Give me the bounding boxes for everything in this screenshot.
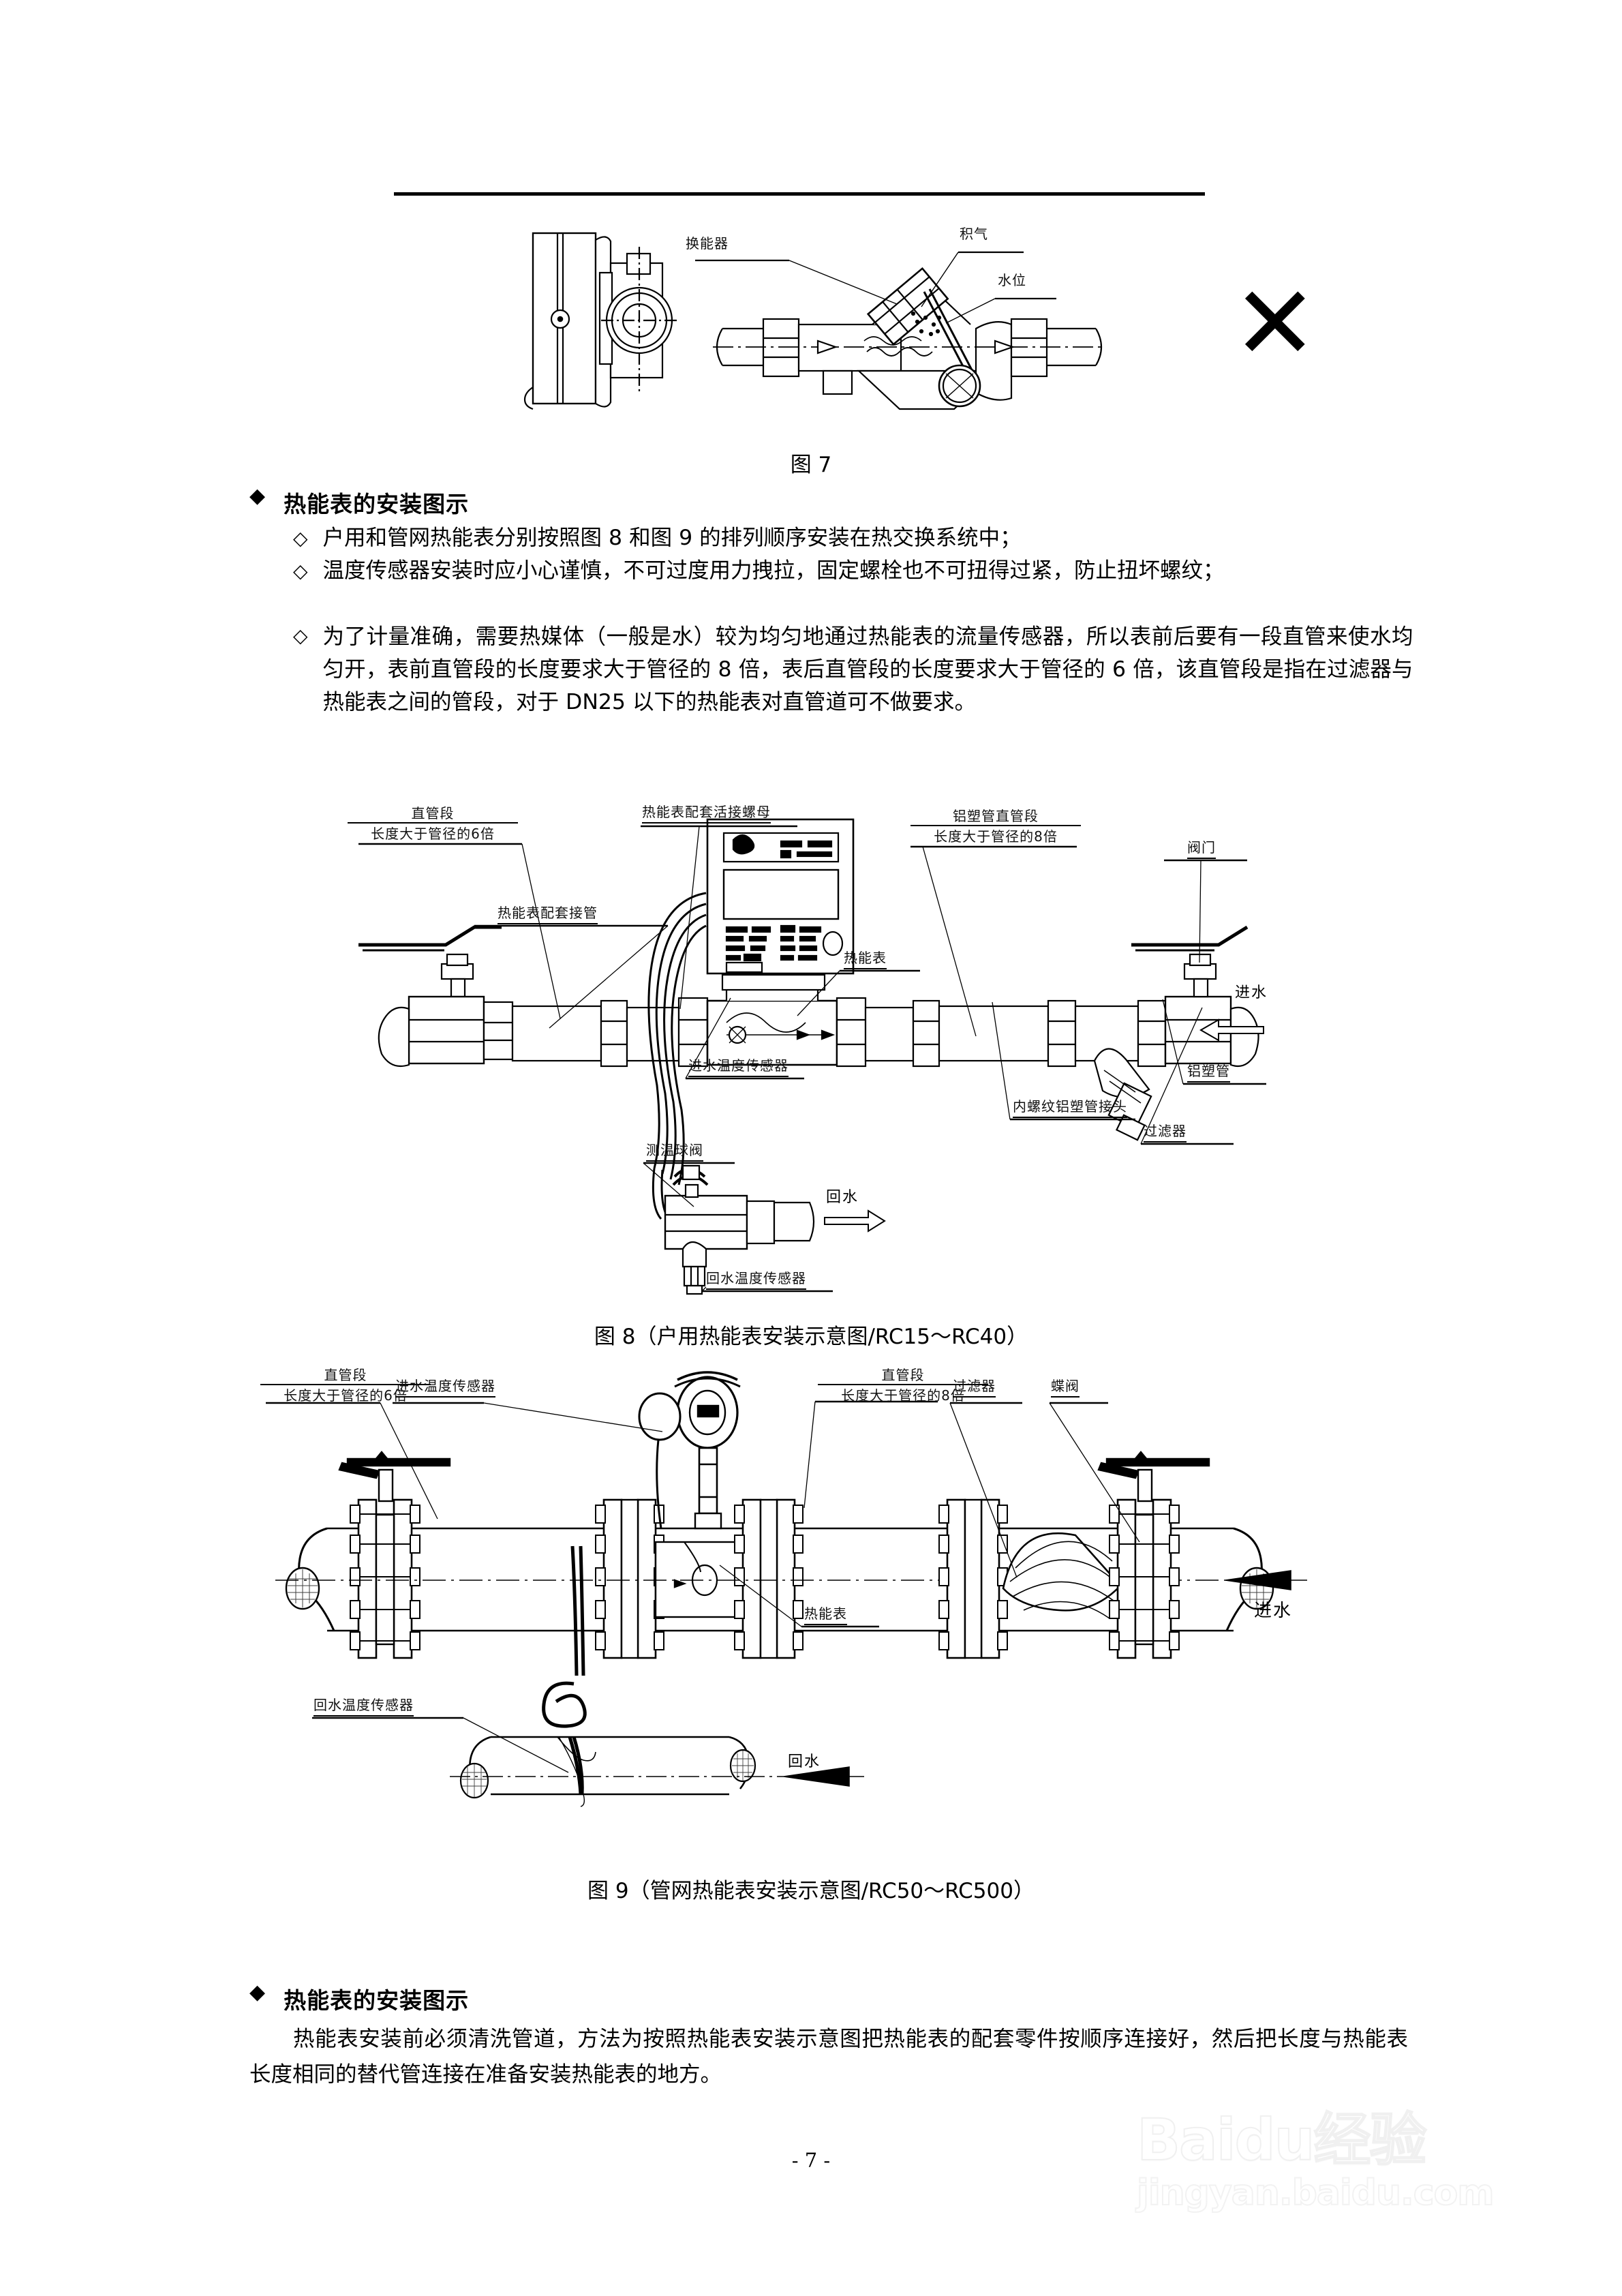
figure7-label-gas-accumulation: 积气 (960, 226, 988, 242)
figure8-straight-pipe-title: 直管段 (411, 805, 455, 821)
figure-9-drawing (266, 1371, 1307, 1807)
figure9-label-heat-meter: 热能表 (804, 1605, 847, 1625)
bullet-diamond-icon: ◆ (249, 484, 266, 508)
section-2-heading: ◆ 热能表的安装图示 (249, 1982, 469, 2015)
figure-7-drawing (523, 232, 1105, 410)
section-1-item-1-text: 户用和管网热能表分别按照图 8 和图 9 的排列顺序安装在热交换系统中； (322, 526, 1022, 550)
figure-8: 直管段 长度大于管径的6倍 热能表配套活接螺母 热能表配套接管 热能表 铝塑管直… (320, 784, 1288, 1309)
figure9-straight-pipe-right-title: 直管段 (881, 1367, 925, 1383)
section-2-heading-text: 热能表的安装图示 (284, 1987, 470, 2014)
figure9-straight-pipe-left-title: 直管段 (324, 1367, 367, 1383)
figure8-label-heat-meter: 热能表 (844, 949, 887, 969)
figure9-label-straight-pipe-left: 直管段 长度大于管径的6倍 (260, 1366, 431, 1404)
section-1-item-2-text: 温度传感器安装时应小心谨慎，不可过度用力拽拉，固定螺栓也不可扭得过紧，防止扭坏螺… (322, 558, 1225, 583)
bullet-diamond-icon: ◆ (249, 1980, 266, 2004)
figure-7-caption: 图 7 (790, 453, 832, 477)
figure8-label-temp-ball-valve: 测温球阀 (646, 1141, 703, 1162)
figure9-label-butterfly-valve: 蝶阀 (1051, 1377, 1080, 1398)
figure8-label-inlet-temp-sensor: 进水温度传感器 (688, 1057, 789, 1077)
cross-mark-icon: ✕ (1232, 265, 1318, 383)
baidu-jingyan-watermark: Baidu经验 jingyan.baidu.com (1136, 2109, 1587, 2239)
section-1-heading-text: 热能表的安装图示 (284, 491, 470, 517)
section-1-item-3-text: 为了计量准确，需要热媒体（一般是水）较为均匀地通过热能表的流量传感器，所以表前后… (322, 624, 1413, 714)
figure9-straight-pipe-right-note: 长度大于管径的8倍 (818, 1384, 988, 1404)
watermark-url: jingyan.baidu.com (1136, 2172, 1495, 2214)
header-divider (394, 192, 1205, 196)
figure9-label-inlet-water: 进水 (1254, 1601, 1293, 1621)
figure-7: 换能器 积气 水位 (518, 205, 1199, 423)
figure9-label-straight-pipe-right: 直管段 长度大于管径的8倍 (818, 1366, 988, 1404)
section-1-item-1: ◇ 户用和管网热能表分别按照图 8 和图 9 的排列顺序安装在热交换系统中； (293, 523, 1420, 554)
figure8-label-connect-pipe: 热能表配套接管 (498, 904, 598, 924)
section-2-paragraph: 热能表安装前必须清洗管道，方法为按照热能表安装示意图把热能表的配套零件按顺序连接… (249, 2027, 1408, 2087)
figure9-straight-pipe-left-note: 长度大于管径的6倍 (260, 1384, 431, 1404)
figure8-label-union-nut: 热能表配套活接螺母 (642, 803, 771, 824)
figure8-label-straight-pipe: 直管段 长度大于管径的6倍 (348, 804, 518, 843)
figure8-alu-straight-title: 铝塑管直管段 (953, 808, 1039, 824)
figure8-label-return-water: 回水 (826, 1189, 859, 1206)
hollow-diamond-icon: ◇ (293, 527, 308, 549)
figure-8-caption: 图 8（户用热能表安装示意图/RC15～RC40） (594, 1325, 1028, 1349)
page-number: - 7 - (791, 2149, 831, 2172)
figure8-label-filter: 过滤器 (1144, 1122, 1187, 1143)
figure8-label-alu-plastic-pipe: 铝塑管 (1187, 1062, 1230, 1083)
section-1-heading: ◆ 热能表的安装图示 (249, 486, 469, 519)
figure-8-drawing (358, 818, 1266, 1295)
figure8-label-inner-thread-joint: 内螺纹铝塑管接头 (1013, 1098, 1127, 1118)
figure8-label-inlet-water: 进水 (1235, 984, 1268, 1001)
hollow-diamond-icon: ◇ (293, 624, 308, 647)
figure8-alu-straight-note: 长度大于管径的8倍 (911, 825, 1081, 845)
figure9-label-inlet-temp-sensor: 进水温度传感器 (395, 1377, 495, 1398)
figure7-label-transducer: 换能器 (686, 235, 729, 252)
hollow-diamond-icon: ◇ (293, 560, 308, 582)
section-1-item-2: ◇ 温度传感器安装时应小心谨慎，不可过度用力拽拉，固定螺栓也不可扭得过紧，防止扭… (293, 556, 1420, 586)
figure8-label-alu-straight: 铝塑管直管段 长度大于管径的8倍 (911, 807, 1081, 845)
figure9-label-return-water: 回水 (788, 1753, 821, 1770)
figure9-label-return-temp-sensor: 回水温度传感器 (313, 1696, 414, 1717)
figure7-label-water-level: 水位 (998, 272, 1026, 288)
figure-9: 直管段 长度大于管径的6倍 进水温度传感器 直管段 长度大于管径的8倍 过滤器 … (260, 1363, 1329, 1841)
section-1-item-3: ◇ 为了计量准确，需要热媒体（一般是水）较为均匀地通过热能表的流量传感器，所以表… (293, 620, 1413, 719)
figure8-label-valve: 阀门 (1187, 839, 1216, 859)
figure8-label-return-temp-sensor: 回水温度传感器 (706, 1269, 806, 1290)
figure9-label-filter: 过滤器 (953, 1377, 996, 1398)
figure-9-caption: 图 9（管网热能表安装示意图/RC50～RC500） (587, 1879, 1035, 1903)
figure8-straight-pipe-note: 长度大于管径的6倍 (348, 822, 518, 843)
